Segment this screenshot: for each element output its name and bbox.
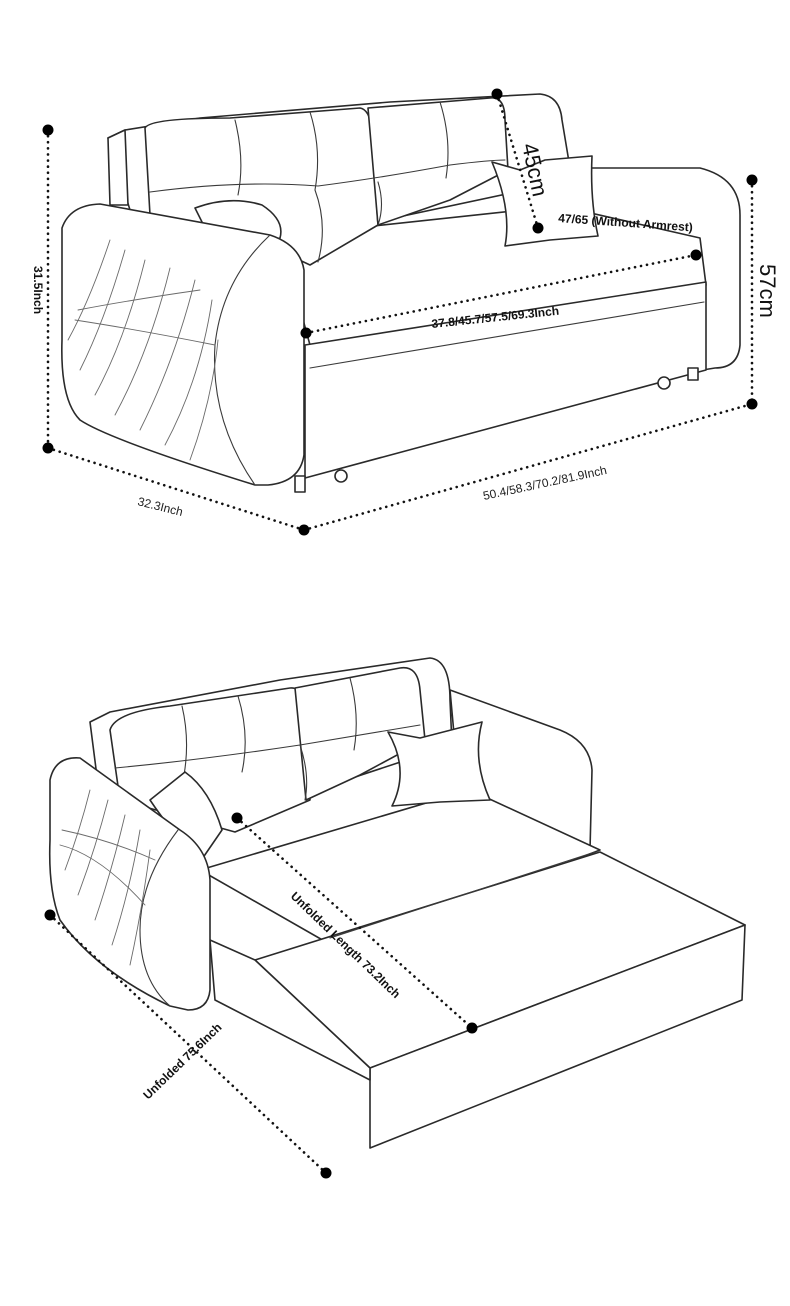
seat-height-label: 57cm — [755, 264, 780, 318]
dimension-endpoint — [42, 124, 54, 136]
seat-width-dimension-line — [304, 253, 698, 335]
dimension-endpoint — [231, 812, 243, 824]
height-total-label: 31.5Inch — [31, 266, 45, 314]
unfolded-dimension-lines — [44, 812, 478, 1179]
width-dimension-line — [302, 402, 754, 532]
dimension-endpoint — [320, 1167, 332, 1179]
dimension-endpoint — [44, 909, 56, 921]
dimension-endpoint — [300, 327, 312, 339]
dimension-endpoint — [690, 249, 702, 261]
dimension-endpoint — [466, 1022, 478, 1034]
dimension-endpoint — [491, 88, 503, 100]
bed-length-dimension-line — [235, 816, 474, 1030]
folded-sofa-drawing — [61, 93, 741, 493]
dimension-endpoint — [42, 442, 54, 454]
depth-dimension-line — [46, 446, 306, 532]
unfolded-sofa-drawing — [48, 657, 746, 1149]
dimension-endpoint — [298, 524, 310, 536]
folded-dimension-lines — [42, 88, 758, 536]
back-height-dimension-line — [495, 92, 540, 230]
overall-width-label: 50.4/58.3/70.2/81.9Inch — [482, 463, 608, 503]
dimension-endpoint — [746, 398, 758, 410]
overall-length-dimension-line — [48, 913, 328, 1175]
depth-label: 32.3Inch — [136, 494, 184, 519]
overall-length-label: Unfolded 75.6Inch — [140, 1020, 224, 1102]
dimension-endpoint — [532, 222, 544, 234]
dimension-endpoint — [746, 174, 758, 186]
